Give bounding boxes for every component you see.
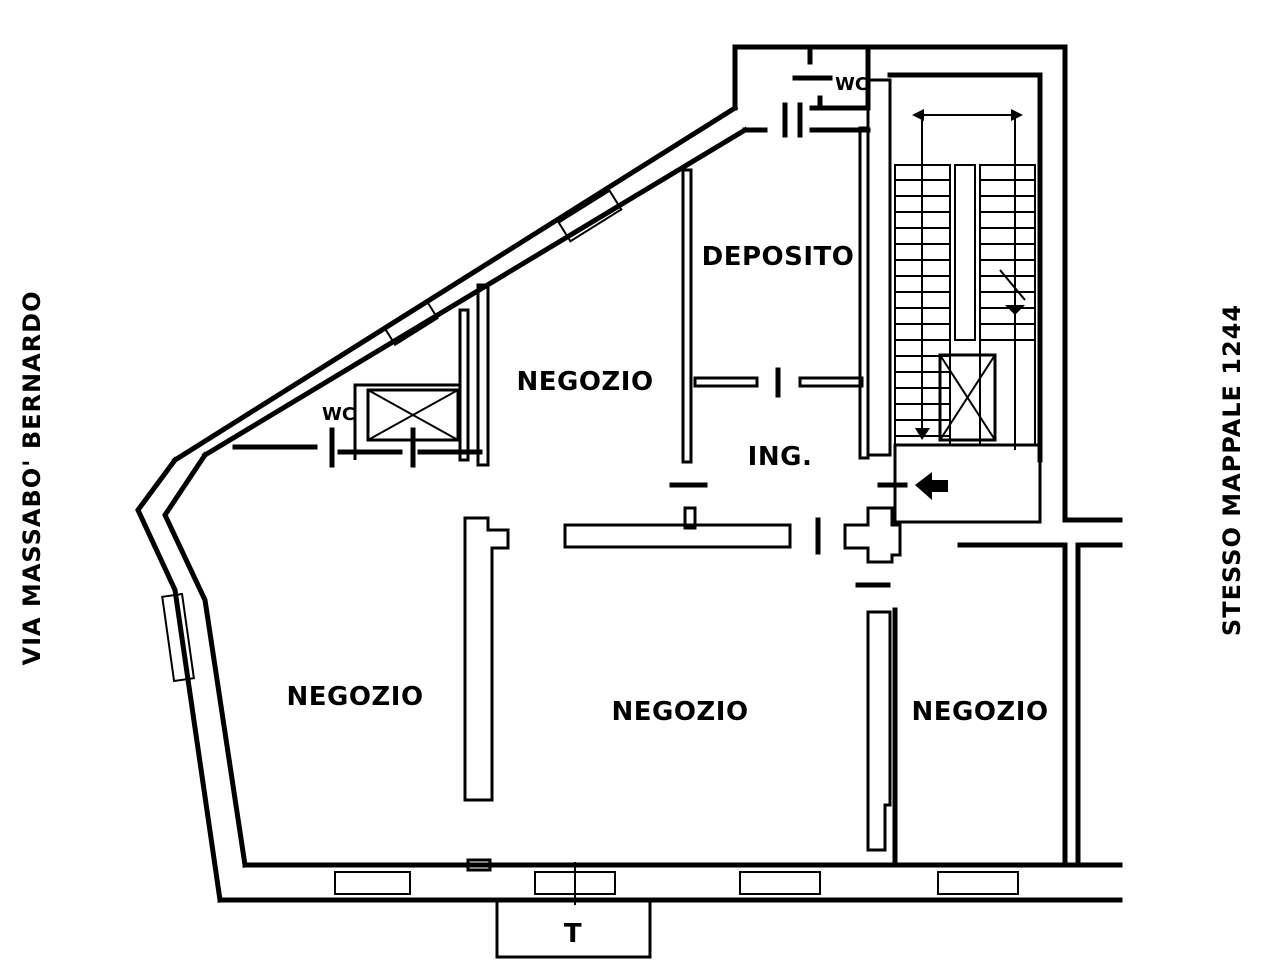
street-label-left: VIA MASSABO' BERNARDO: [18, 291, 46, 666]
room-label-negozio-upper: NEGOZIO: [516, 367, 653, 397]
room-label-negozio-center: NEGOZIO: [611, 697, 748, 727]
terrace-label: T: [564, 919, 582, 949]
room-label-negozio-right: NEGOZIO: [911, 697, 1048, 727]
room-label-deposito: DEPOSITO: [702, 242, 855, 272]
interior-walls: [232, 49, 1123, 872]
outer-walls: [135, 44, 1123, 903]
double-arrow-icon: [912, 109, 1023, 450]
staircase: [894, 109, 1036, 450]
arrow-left-icon: [915, 472, 948, 500]
room-label-negozio-left: NEGOZIO: [286, 682, 423, 712]
street-label-right: STESSO MAPPALE 1244: [1218, 304, 1246, 636]
elevator-shaft-icon: [366, 388, 460, 442]
room-label-ingresso: ING.: [748, 442, 813, 472]
wc-label-left: WC: [322, 404, 355, 425]
terrace: [495, 862, 652, 959]
wc-label-top: WC: [835, 74, 868, 95]
